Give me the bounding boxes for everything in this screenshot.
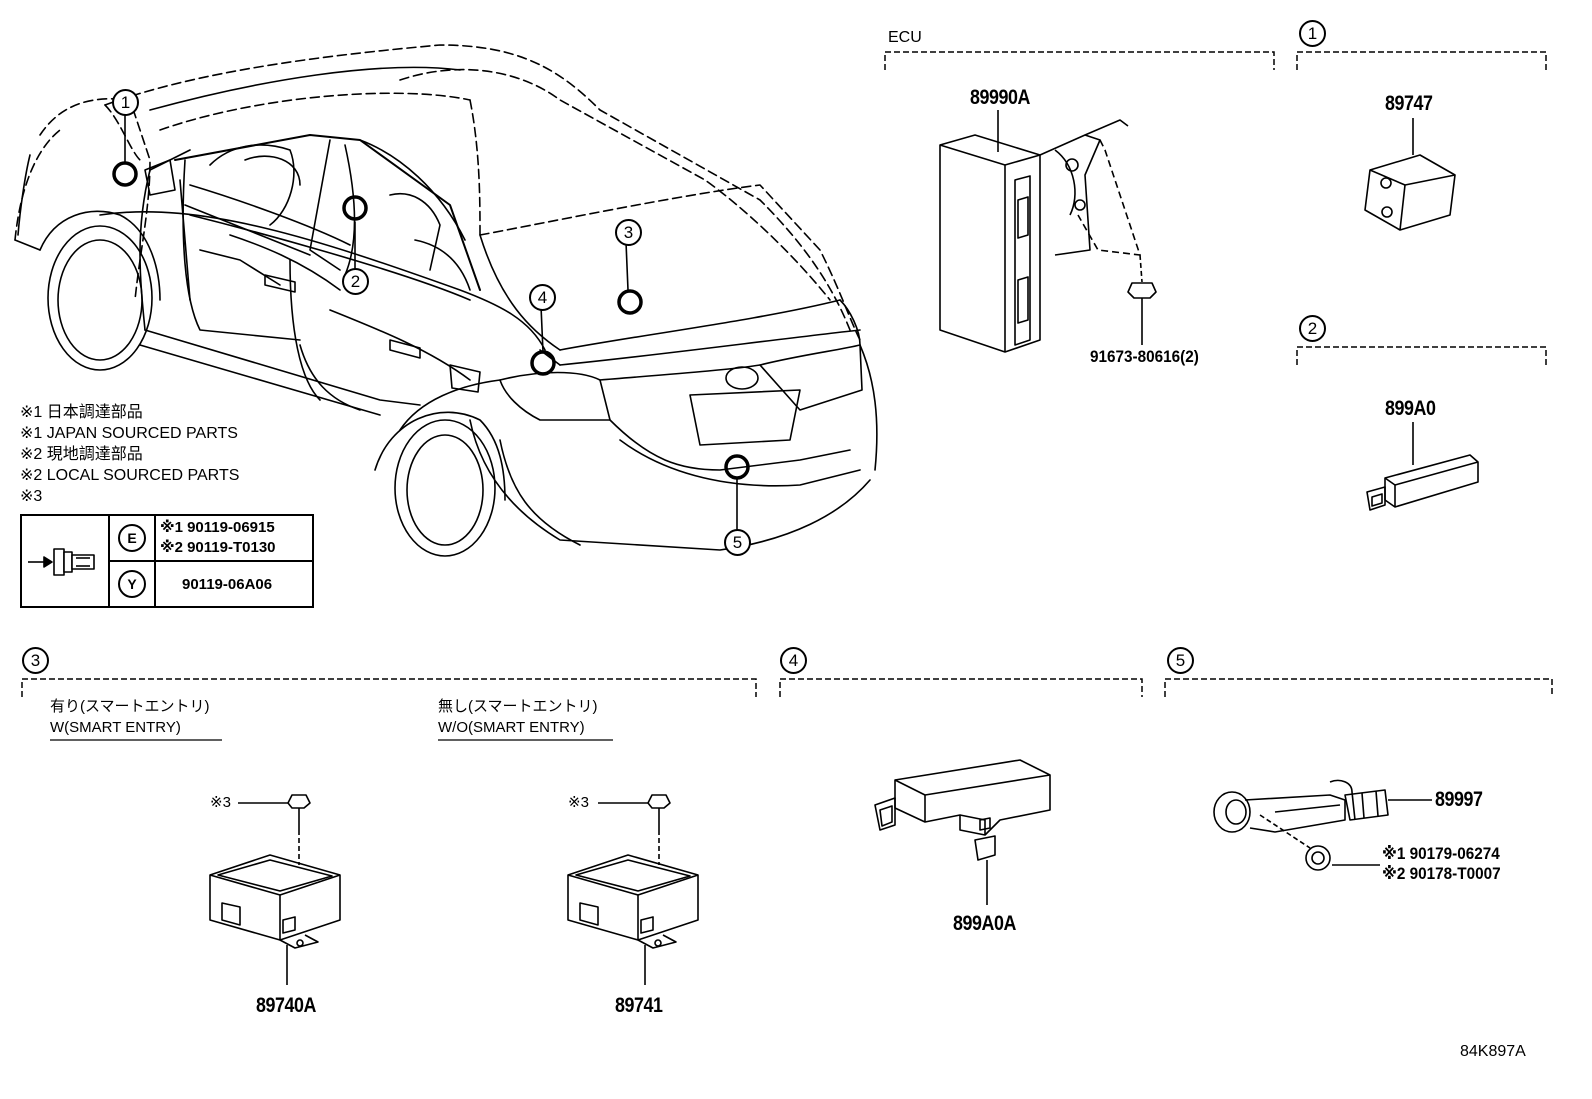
callout-1-header: 1 <box>1299 20 1326 47</box>
fastener-e-part-1[interactable]: ※1 90119-06915 <box>160 519 275 536</box>
car-illustration <box>14 44 878 557</box>
part-number-89740A[interactable]: 89740A <box>256 994 316 1017</box>
fastener-table: E ※1 90119-06915 ※2 90119-T0130 Y 90119-… <box>20 514 314 608</box>
part-89740A-illustration <box>209 794 341 949</box>
car-callout-2: 2 <box>342 268 369 295</box>
star3-label-a: ※3 <box>210 794 231 811</box>
y-code-icon: Y <box>118 570 146 598</box>
car-callout-1: 1 <box>112 89 139 116</box>
callout-5-header: 5 <box>1167 647 1194 674</box>
note-local-sourced-jp: ※2 現地調達部品 <box>20 446 143 463</box>
car-callout-4: 4 <box>529 284 556 311</box>
note-local-sourced-en: ※2 LOCAL SOURCED PARTS <box>20 467 240 484</box>
fastener-bolt-cell <box>20 514 110 608</box>
car-callout-5: 5 <box>724 529 751 556</box>
part-number-89990A[interactable]: 89990A <box>970 86 1030 109</box>
part-number-91673-80616[interactable]: 91673-80616(2) <box>1090 347 1199 366</box>
star3-label-b: ※3 <box>568 794 589 811</box>
callout-3-header: 3 <box>22 647 49 674</box>
w-smart-entry-en: W(SMART ENTRY) <box>50 719 181 736</box>
callout-2-header: 2 <box>1299 315 1326 342</box>
location-markers <box>112 161 750 480</box>
part-number-899A0A[interactable]: 899A0A <box>953 912 1016 935</box>
ecu-section-label: ECU <box>888 29 922 46</box>
note-japan-sourced-en: ※1 JAPAN SOURCED PARTS <box>20 425 238 442</box>
part-number-89997[interactable]: 89997 <box>1435 788 1483 811</box>
callout-4-header: 4 <box>780 647 807 674</box>
wo-smart-entry-jp: 無し(スマートエントリ) <box>438 698 598 715</box>
part-number-89741[interactable]: 89741 <box>615 994 663 1017</box>
fastener-e-part-2[interactable]: ※2 90119-T0130 <box>160 539 276 556</box>
diagram-code: 84K897A <box>1460 1043 1526 1060</box>
note-japan-sourced-jp: ※1 日本調達部品 <box>20 404 143 421</box>
e-code-icon: E <box>118 524 146 552</box>
car-callout-3: 3 <box>615 219 642 246</box>
part-number-899A0[interactable]: 899A0 <box>1385 397 1436 420</box>
part-89741-illustration <box>567 794 699 949</box>
part-89997-illustration <box>1213 779 1389 871</box>
note-3: ※3 <box>20 488 43 505</box>
wo-smart-entry-en: W/O(SMART ENTRY) <box>438 719 585 736</box>
part-899A0A-illustration <box>874 759 1051 861</box>
ecu-illustration <box>939 119 1157 353</box>
part-number-90178-T0007[interactable]: ※2 90178-T0007 <box>1382 864 1501 883</box>
part-89747-illustration <box>1364 154 1456 231</box>
w-smart-entry-jp: 有り(スマートエントリ) <box>50 698 210 715</box>
fastener-y-part[interactable]: 90119-06A06 <box>182 575 273 593</box>
part-number-89747[interactable]: 89747 <box>1385 92 1433 115</box>
part-899A0-illustration <box>1366 454 1479 511</box>
section-brackets <box>21 51 1553 697</box>
part-number-90179-06274[interactable]: ※1 90179-06274 <box>1382 844 1500 863</box>
